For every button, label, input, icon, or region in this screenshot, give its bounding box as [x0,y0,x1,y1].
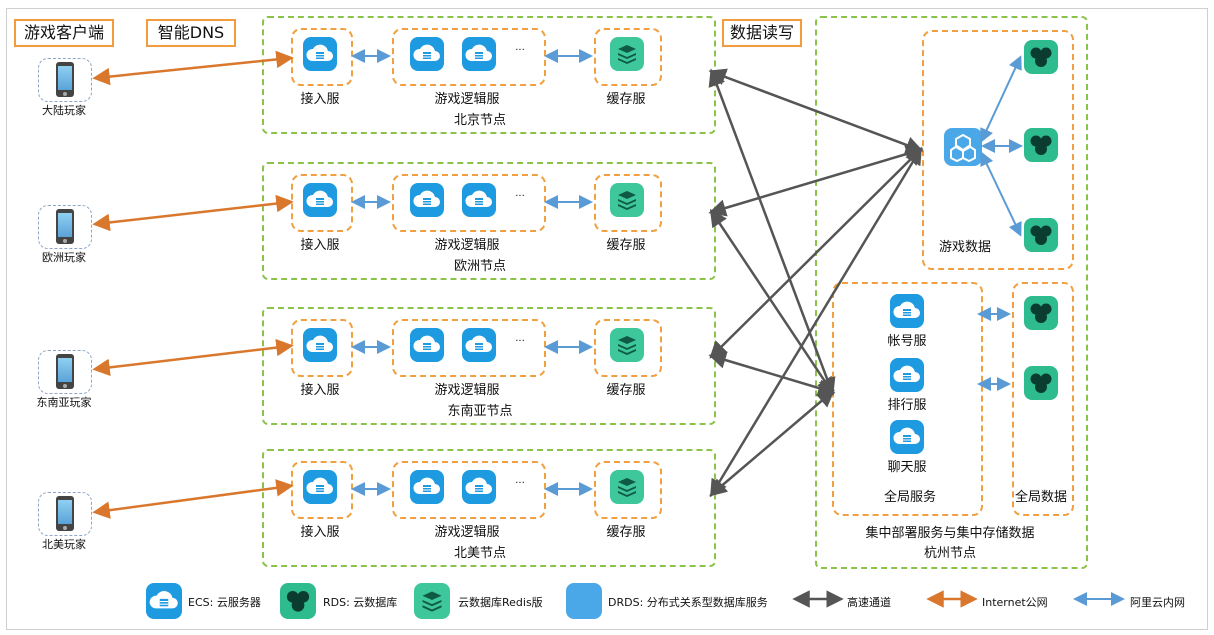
cache-server-label: 缓存服 [606,92,646,107]
high-speed-arrow [708,68,924,154]
high-speed-arrow [709,389,835,497]
legend-high-speed-label: 高速通道 [847,596,891,609]
internet-arrow [92,194,294,232]
player-device-card [38,205,92,249]
ecs-icon [462,183,496,217]
ecs-icon [303,183,337,217]
ecs-icon [410,328,444,362]
legend-drds-label: DRDS: 分布式关系型数据库服务 [608,596,768,609]
legend-rds-label: RDS: 云数据库 [323,596,398,609]
player-label: 北美玩家 [42,538,86,551]
access-server-label: 接入服 [300,238,340,253]
logic-server-label: 游戏逻辑服 [434,383,500,398]
player-label: 欧洲玩家 [42,251,86,264]
ellipsis-label: ... [515,188,525,199]
hangzhou-caption: 集中部署服务与集中存储数据 [865,526,1035,541]
intranet-arrow [980,55,1022,143]
legend-redis-label: 云数据库Redis版 [458,596,543,609]
internet-arrow [92,479,294,519]
logic-server-label: 游戏逻辑服 [434,525,500,540]
legend-redis-icon [414,583,450,619]
high-speed-arrow [708,68,836,396]
cache-server-label: 缓存服 [606,383,646,398]
cache-server-group [594,174,662,232]
player-device-card [38,350,92,394]
cache-server-group [594,319,662,377]
cache-server-label: 缓存服 [606,238,646,253]
intranet-arrow [980,151,1022,237]
player-label: 大陆玩家 [42,104,86,117]
cache-server-group [594,28,662,86]
legend-ecs-label: ECS: 云服务器 [188,596,261,609]
player-device-card [38,58,92,102]
header-data-rw: 数据读写 [722,19,802,47]
access-server-label: 接入服 [300,525,340,540]
internet-arrow [92,338,294,377]
rds-icon [1024,128,1058,162]
access-server-label: 接入服 [300,383,340,398]
game-data-label: 游戏数据 [938,240,991,255]
player-label: 东南亚玩家 [36,396,92,409]
ecs-icon [303,37,337,71]
redis-icon [610,183,644,217]
player-device-card [38,492,92,536]
ecs-icon [410,470,444,504]
legend-intranet-label: 阿里云内网 [1130,596,1185,609]
region-node-label: 北京节点 [453,113,506,128]
ecs-icon [303,328,337,362]
hangzhou-node-label: 杭州节点 [923,546,976,561]
header-client: 游戏客户端 [14,19,114,47]
phone-icon [56,354,74,389]
ecs-icon [410,183,444,217]
redis-icon [610,328,644,362]
high-speed-arrow [709,208,835,396]
phone-icon [56,209,74,244]
global-data-label: 全局数据 [1014,490,1067,505]
redis-icon [610,37,644,71]
logic-server-label: 游戏逻辑服 [434,92,500,107]
global-data-box [1012,282,1074,516]
rds-icon [1024,218,1058,252]
ecs-icon [462,328,496,362]
legend-internet-label: Internet公网 [982,596,1048,609]
ellipsis-label: ... [515,42,525,53]
ecs-icon [303,470,337,504]
drds-icon [944,128,982,166]
ecs-icon [462,37,496,71]
legend-rds-icon [280,583,316,619]
ecs-icon [410,37,444,71]
rds-icon [1024,296,1058,330]
access-server-label: 接入服 [300,92,340,107]
redis-icon [610,470,644,504]
cache-server-label: 缓存服 [606,525,646,540]
legend-ecs-icon [146,583,182,619]
phone-icon [56,62,74,97]
legend-drds-icon [566,583,602,619]
rds-icon [1024,40,1058,74]
internet-arrow [92,50,294,86]
cache-server-group [594,461,662,519]
rds-icon [1024,366,1058,400]
region-node-label: 欧洲节点 [453,259,506,274]
ellipsis-label: ... [515,475,525,486]
logic-server-label: 游戏逻辑服 [434,238,500,253]
high-speed-arrow [708,351,836,397]
ecs-icon [462,470,496,504]
ellipsis-label: ... [515,333,525,344]
phone-icon [56,496,74,531]
region-node-label: 北美节点 [453,546,506,561]
header-dns: 智能DNS [146,19,236,47]
region-node-label: 东南亚节点 [447,404,513,419]
